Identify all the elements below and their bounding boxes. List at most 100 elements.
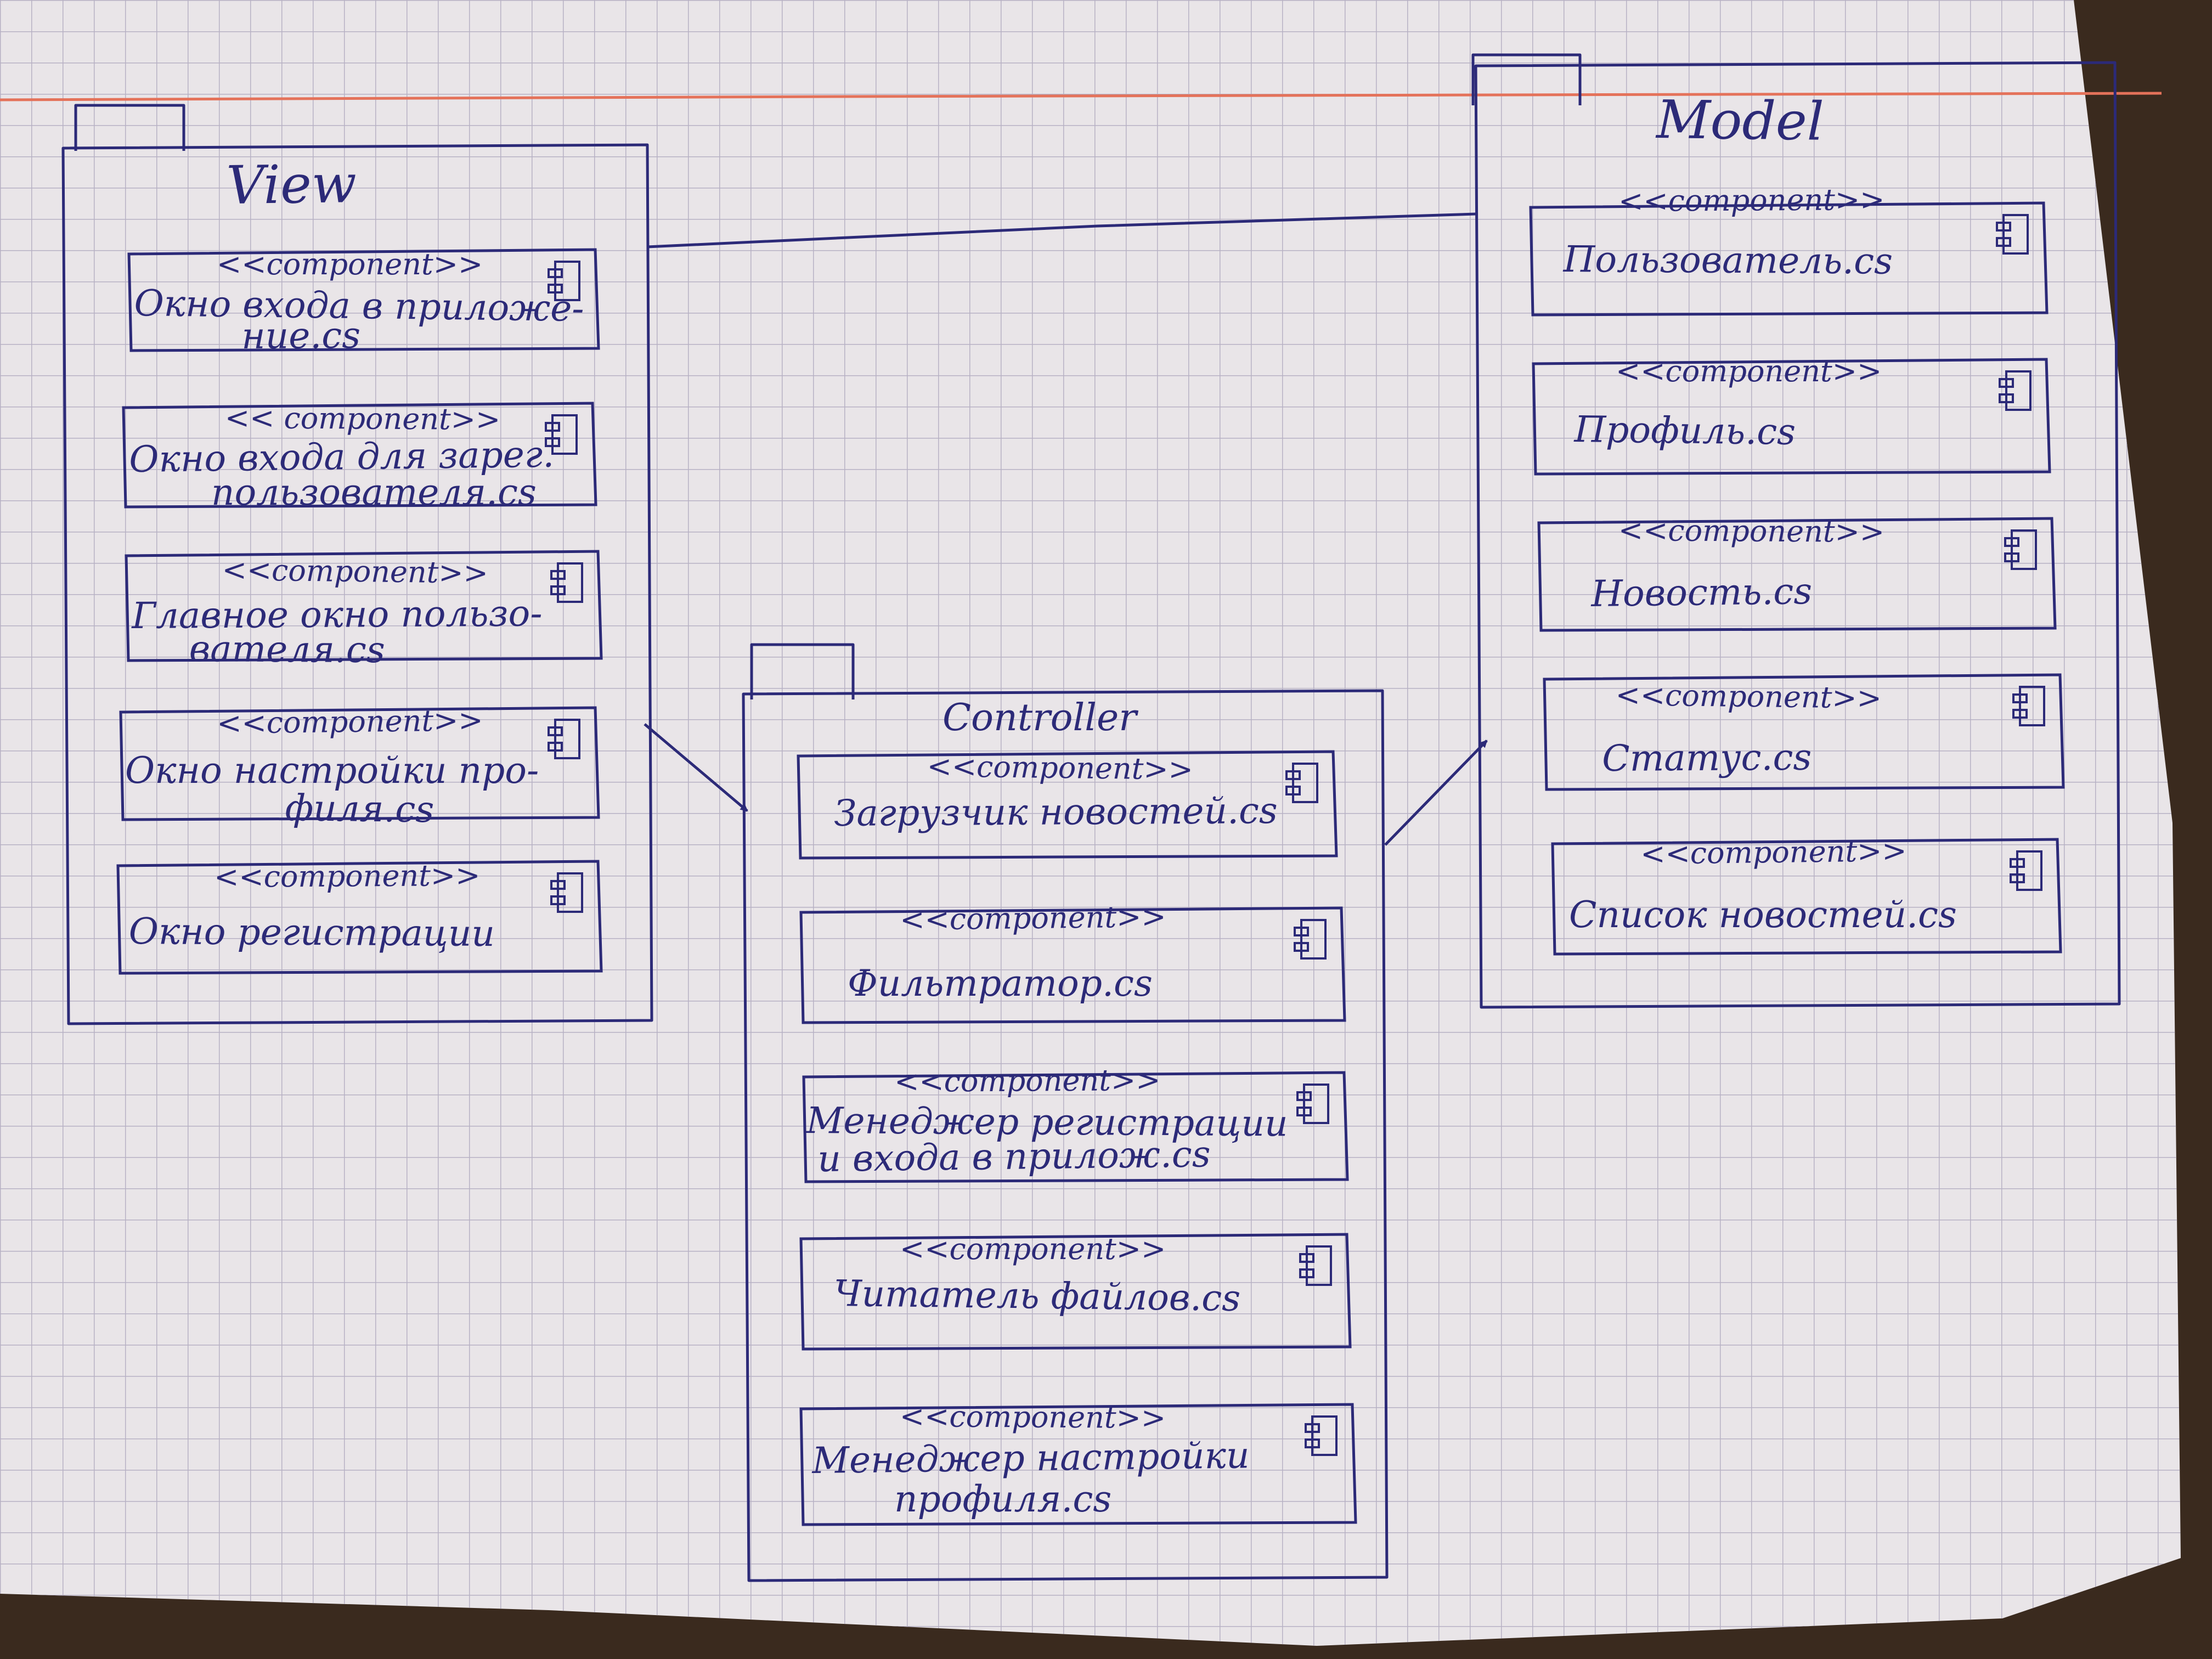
component-icon-port xyxy=(1999,393,2014,403)
component-icon-port xyxy=(1294,927,1309,936)
stereotype-label: <<component>> xyxy=(1615,678,1882,715)
package-tab-model xyxy=(1471,53,1582,105)
stereotype-label: <<component>> xyxy=(1640,833,1907,871)
component-name: Окно регистрации xyxy=(128,910,495,955)
component-box xyxy=(119,706,600,821)
package-tab-view xyxy=(74,104,185,151)
component-box xyxy=(799,1403,1357,1526)
component-icon xyxy=(1292,763,1318,803)
component-name-cont: ние.cs xyxy=(241,314,361,357)
component-icon-port xyxy=(1285,770,1301,780)
component-icon-port xyxy=(1996,237,2011,247)
stereotype-label: <<component>> xyxy=(1616,354,1882,388)
component-icon-port xyxy=(2004,552,2019,562)
component-icon xyxy=(557,562,583,603)
component-icon-port xyxy=(2012,709,2028,719)
component-name: Профиль.cs xyxy=(1574,408,1796,453)
component-icon-port xyxy=(550,585,566,595)
component-name: Читатель файлов.cs xyxy=(833,1272,1241,1320)
component-icon-port xyxy=(1285,786,1301,795)
stereotype-label: <<component>> xyxy=(222,552,489,590)
association-line-view-model xyxy=(647,212,1476,249)
component-icon xyxy=(554,261,580,301)
component-icon xyxy=(551,414,578,455)
package-frame-model xyxy=(1474,61,2121,1009)
stereotype-label: <<component>> xyxy=(927,749,1194,787)
component-icon-port xyxy=(1305,1423,1320,1433)
component-icon-port xyxy=(1296,1107,1312,1116)
component-box xyxy=(116,860,603,975)
component-box xyxy=(1537,517,2057,632)
stereotype-label: <<component>> xyxy=(899,1399,1166,1435)
package-frame-controller xyxy=(742,689,1389,1582)
component-box xyxy=(802,1071,1349,1183)
component-box xyxy=(797,750,1338,860)
component-icon xyxy=(1303,1084,1329,1124)
component-name-cont: вателя.cs xyxy=(189,628,385,672)
component-box xyxy=(1532,358,2051,476)
margin-line xyxy=(0,92,2162,101)
component-box xyxy=(1551,838,2062,956)
component-name: Окно настройки про- xyxy=(125,749,539,792)
component-name-cont: пользователя.cs xyxy=(211,471,537,514)
package-title-model: Model xyxy=(1656,89,1825,153)
component-icon xyxy=(2016,850,2042,891)
component-icon-port xyxy=(1299,1268,1314,1278)
component-name-cont: профиля.cs xyxy=(894,1478,1112,1520)
component-name: Пользователь.cs xyxy=(1563,238,1893,283)
dependency-arrow-view-controller xyxy=(644,723,748,812)
component-box xyxy=(122,402,597,509)
component-box xyxy=(799,906,1346,1024)
component-icon xyxy=(2002,214,2029,255)
component-icon xyxy=(1306,1245,1332,1286)
component-icon xyxy=(2011,529,2037,570)
component-name-cont: филя.cs xyxy=(285,787,435,831)
component-icon-port xyxy=(548,726,563,736)
component-name: Фильтратор.cs xyxy=(848,962,1153,1005)
component-name: Менеджер настройки xyxy=(811,1434,1250,1482)
stereotype-label: <<component>> xyxy=(1618,513,1885,549)
component-icon-port xyxy=(1999,378,2014,388)
component-box xyxy=(799,1233,1352,1351)
component-box xyxy=(127,248,600,352)
component-box xyxy=(125,550,603,662)
component-icon xyxy=(554,719,580,759)
component-icon-port xyxy=(2012,693,2028,703)
component-icon xyxy=(1300,919,1327,960)
stereotype-label: <<component>> xyxy=(216,703,483,741)
component-icon-port xyxy=(548,268,563,278)
dependency-arrow-controller-model xyxy=(1384,740,1488,846)
component-icon-port xyxy=(545,437,560,447)
component-name: Новость.cs xyxy=(1590,570,1813,615)
component-icon-port xyxy=(2010,858,2025,868)
component-icon-port xyxy=(1305,1438,1320,1448)
component-icon-port xyxy=(548,284,563,294)
stereotype-label: << component>> xyxy=(224,400,501,437)
component-icon xyxy=(557,872,583,913)
component-icon-port xyxy=(550,880,566,890)
package-title-view: View xyxy=(225,153,357,216)
stereotype-label: <<component>> xyxy=(213,858,481,894)
component-box xyxy=(1529,201,2049,317)
component-icon-port xyxy=(1296,1091,1312,1101)
stereotype-label: <<component>> xyxy=(900,1232,1166,1266)
stereotype-label: <<component>> xyxy=(1618,182,1885,218)
component-icon xyxy=(2019,686,2045,726)
component-icon xyxy=(2005,370,2032,411)
component-icon-port xyxy=(1299,1253,1314,1263)
component-icon-port xyxy=(550,895,566,905)
component-name: Список новостей.cs xyxy=(1569,894,1957,936)
component-icon-port xyxy=(550,570,566,580)
component-icon-port xyxy=(2010,873,2025,883)
package-frame-view xyxy=(61,143,653,1025)
package-title-controller: Controller xyxy=(943,696,1137,740)
component-icon-port xyxy=(548,742,563,752)
package-tab-controller xyxy=(750,643,855,699)
component-icon-port xyxy=(1996,222,2011,232)
stereotype-label: <<component>> xyxy=(894,1063,1161,1099)
component-icon-port xyxy=(545,422,560,432)
component-icon xyxy=(1311,1415,1338,1456)
component-icon-port xyxy=(1294,942,1309,952)
stereotype-label: <<component>> xyxy=(899,899,1166,937)
